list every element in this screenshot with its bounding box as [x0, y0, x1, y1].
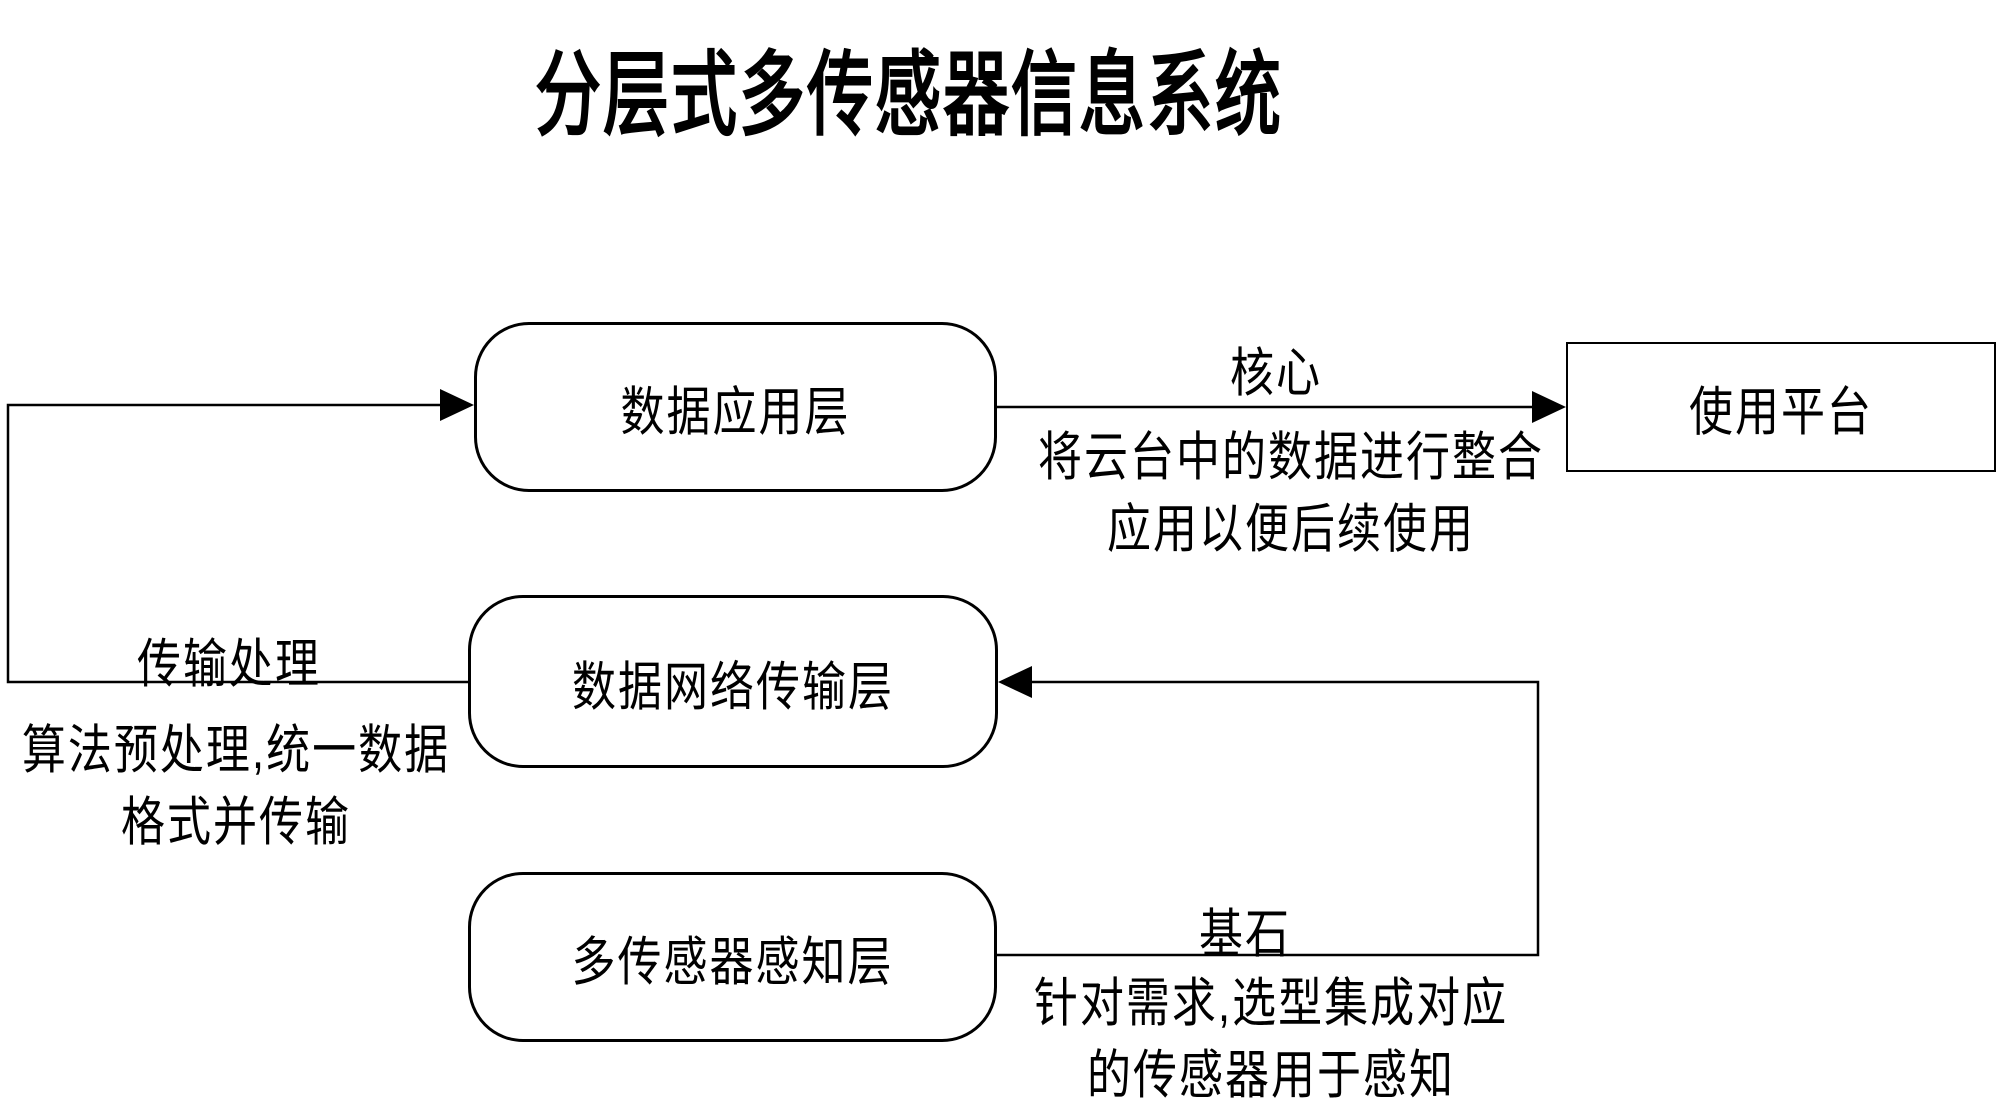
edge-description-transmission-line1: 算法预处理,统一数据 — [21, 721, 451, 780]
edge-description-transmission-processing: 算法预处理,统一数据 格式并传输 — [22, 721, 450, 852]
node-data-network-transmission-layer-label: 数据网络传输层 — [572, 657, 894, 717]
edge-description-core-line1: 将云台中的数据进行整合 — [1038, 428, 1544, 487]
diagram-title: 分层式多传感器信息系统 — [535, 40, 1283, 147]
edge-label-core: 核心 — [1230, 336, 1322, 403]
edge-description-cornerstone-line1: 针对需求,选型集成对应 — [1033, 974, 1509, 1033]
diagram-title-text: 分层式多传感器信息系统 — [535, 43, 1283, 147]
edge-description-cornerstone: 针对需求,选型集成对应 的传感器用于感知 — [1034, 974, 1508, 1101]
arrow-transmission-to-app — [6, 389, 474, 684]
arrow-app-to-platform — [997, 391, 1566, 423]
node-data-application-layer-label: 数据应用层 — [620, 383, 851, 442]
edge-description-cornerstone-line2: 的传感器用于感知 — [1086, 1046, 1455, 1101]
node-data-network-transmission-layer: 数据网络传输层 — [468, 595, 998, 768]
edge-label-transmission-processing: 传输处理 — [137, 627, 321, 694]
edge-label-cornerstone: 基石 — [1199, 897, 1291, 964]
edge-description-transmission-line2: 格式并传输 — [120, 793, 351, 852]
edge-description-core: 将云台中的数据进行整合 应用以便后续使用 — [1038, 428, 1544, 559]
edge-label-core-text: 核心 — [1230, 344, 1322, 403]
node-multi-sensor-perception-layer: 多传感器感知层 — [468, 872, 997, 1042]
arrow-perception-to-transmission — [997, 666, 1540, 957]
node-usage-platform-label: 使用平台 — [1689, 383, 1873, 442]
node-data-application-layer: 数据应用层 — [474, 322, 997, 492]
node-multi-sensor-perception-layer-label: 多传感器感知层 — [571, 933, 894, 992]
node-usage-platform: 使用平台 — [1566, 342, 1996, 472]
edge-label-cornerstone-text: 基石 — [1199, 905, 1291, 964]
edge-label-transmission-processing-text: 传输处理 — [137, 635, 321, 694]
edge-description-core-line2: 应用以便后续使用 — [1107, 500, 1475, 559]
